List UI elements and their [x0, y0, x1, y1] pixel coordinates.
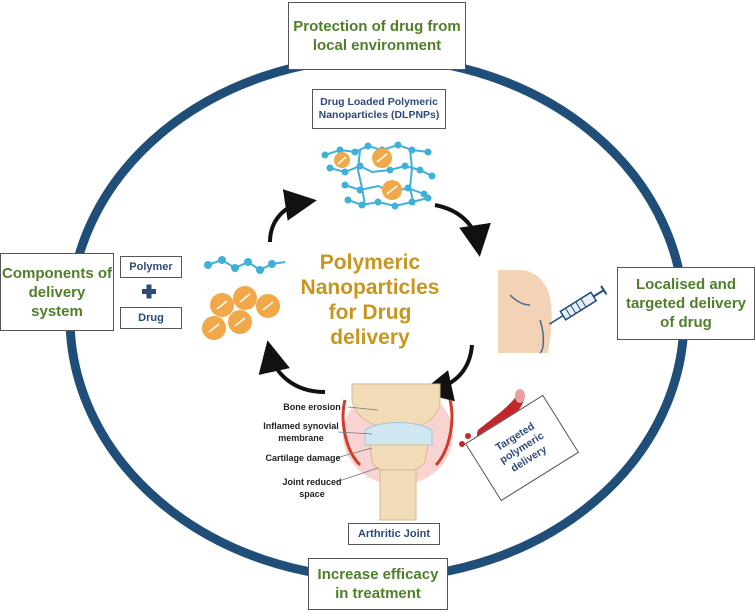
arthritic-joint-label: Arthritic Joint [348, 523, 440, 545]
drug-label-text: Drug [138, 312, 164, 324]
arthritic-joint-label-text: Arthritic Joint [357, 528, 431, 540]
box-localised-text: Localised and targeted delivery of drug [625, 276, 747, 331]
targeted-delivery-label-text: Targeted polymeric delivery [493, 419, 549, 475]
shoulder-injection-icon [498, 270, 608, 354]
drug-particles-icon [202, 286, 280, 340]
box-protection: Protection of drug from local environmen… [288, 2, 466, 70]
dlpnp-label-text: Drug Loaded Polymeric Nanoparticles (DLP… [318, 96, 440, 121]
box-components: Components of delivery system [0, 253, 114, 331]
arthritic-knee-icon [341, 383, 454, 521]
box-localised: Localised and targeted delivery of drug [617, 267, 755, 340]
polymer-chain-icon [204, 256, 286, 274]
box-components-text: Components of delivery system [2, 264, 112, 320]
arrow-top-to-right [434, 203, 491, 257]
box-protection-text: Protection of drug from local environmen… [293, 18, 461, 54]
label-cartilage-damage: Cartilage damage [265, 453, 341, 463]
polymer-label: Polymer [120, 256, 182, 278]
plus-icon [142, 284, 156, 299]
arrow-bottom-to-left [258, 340, 326, 394]
arrow-right-to-bottom [420, 344, 474, 402]
box-efficacy: Increase efficacy in treatment [308, 558, 448, 610]
arrow-left-to-top [268, 189, 317, 243]
dlpnp-label: Drug Loaded Polymeric Nanoparticles (DLP… [312, 89, 446, 129]
drug-label: Drug [120, 307, 182, 329]
label-joint-space: Joint reduced space [282, 477, 342, 499]
label-bone-erosion: Bone erosion [283, 402, 341, 412]
dlpnp-network-icon [321, 141, 436, 210]
center-title: Polymeric Nanoparticles for Drug deliver… [300, 251, 440, 349]
label-inflamed-membrane: Inflamed synovial membrane [263, 421, 339, 443]
box-efficacy-text: Increase efficacy in treatment [317, 566, 439, 602]
polymer-label-text: Polymer [129, 261, 173, 273]
